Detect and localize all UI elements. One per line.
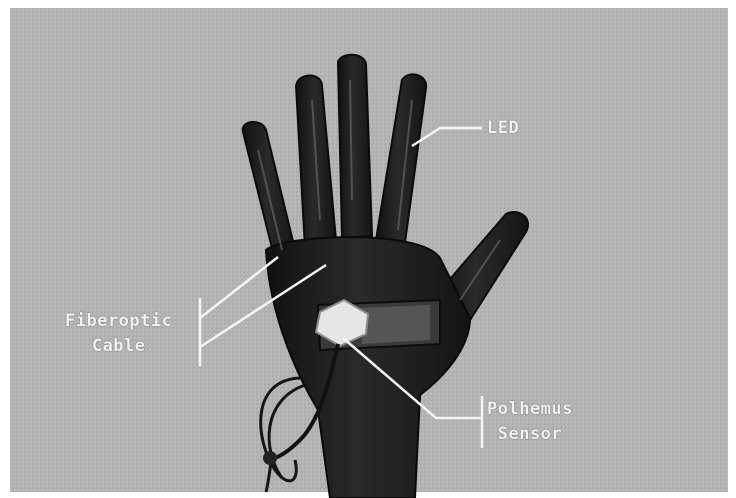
polhemus-sensor-label: Polhemus Sensor: [487, 397, 573, 447]
fiberoptic-cable-label: Fiberoptic Cable: [65, 309, 172, 359]
polhemus-label-line1: Polhemus: [487, 397, 573, 422]
polhemus-label-line2: Sensor: [487, 422, 573, 447]
fiberoptic-label-line1: Fiberoptic: [65, 309, 172, 334]
fiberoptic-label-line2: Cable: [65, 334, 172, 359]
led-label: LED: [487, 118, 519, 138]
